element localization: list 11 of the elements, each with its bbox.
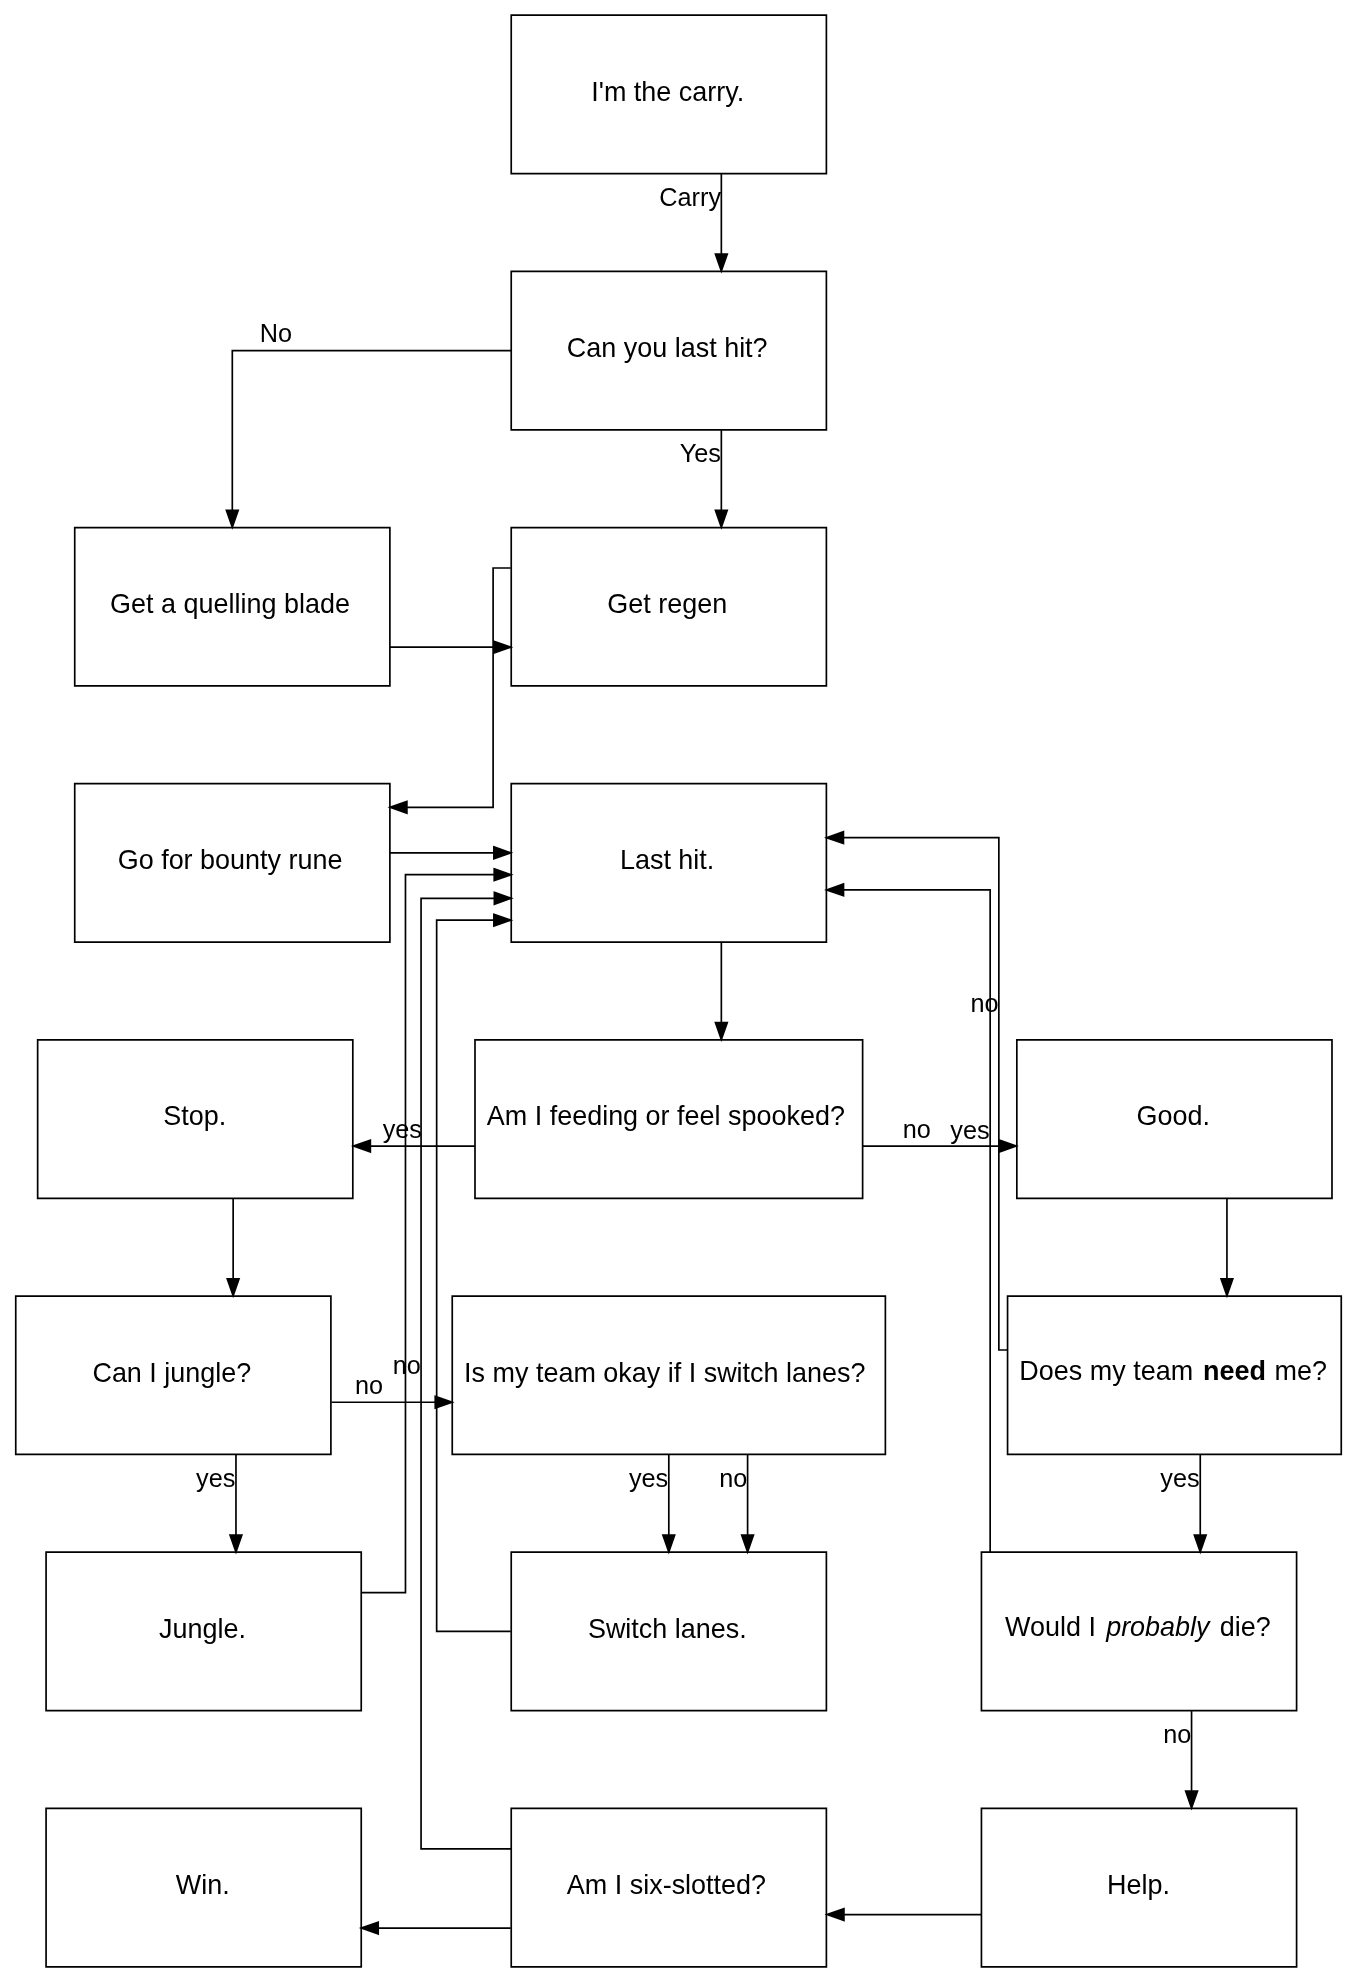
edge-label: Carry	[658, 182, 721, 211]
edge-label: No	[259, 319, 292, 348]
edge-label: no	[1162, 1719, 1191, 1748]
edge-label: Yes	[679, 438, 721, 467]
edge-label: yes	[628, 1463, 668, 1492]
edge-label: no	[354, 1370, 383, 1399]
edge-label: no	[902, 1114, 931, 1143]
edge-label: yes	[195, 1463, 235, 1492]
edge-label: no	[718, 1463, 747, 1492]
edge-label: yes	[1159, 1463, 1200, 1492]
edge-label: yes	[949, 1116, 990, 1145]
